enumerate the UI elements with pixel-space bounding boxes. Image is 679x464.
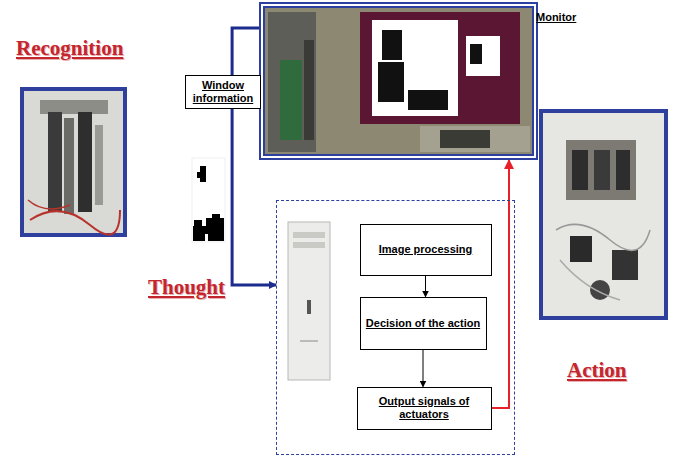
thought-region: ThoughtImage processingDecision of the a… xyxy=(276,200,515,455)
box-label: Decision of the action xyxy=(366,317,480,330)
process-box: Window information xyxy=(185,75,261,109)
connector-arrow xyxy=(425,276,426,297)
process-box: Decision of the action xyxy=(360,297,487,350)
connector-arrow xyxy=(232,28,259,75)
actuator-photo xyxy=(541,111,666,318)
box-label: Image processing xyxy=(379,243,473,256)
connector-arrow xyxy=(492,160,510,408)
camera-photo xyxy=(22,89,125,235)
section-heading: Recognition xyxy=(16,36,123,61)
computer-image xyxy=(288,222,330,380)
section-heading: Action xyxy=(567,358,627,383)
process-box: Output signals of actuators xyxy=(357,387,492,430)
connector-arrow xyxy=(232,109,276,285)
box-label: Window information xyxy=(190,79,256,105)
monitor-photo xyxy=(265,8,532,154)
box-label: Output signals of actuators xyxy=(362,395,487,421)
monitor-label: Monitor xyxy=(536,11,576,24)
tetris-image xyxy=(192,158,225,242)
connector-arrow xyxy=(423,350,424,387)
process-box: Image processing xyxy=(360,224,492,276)
monitor-frame: Monitor xyxy=(259,2,538,160)
section-heading: Thought xyxy=(148,275,225,300)
